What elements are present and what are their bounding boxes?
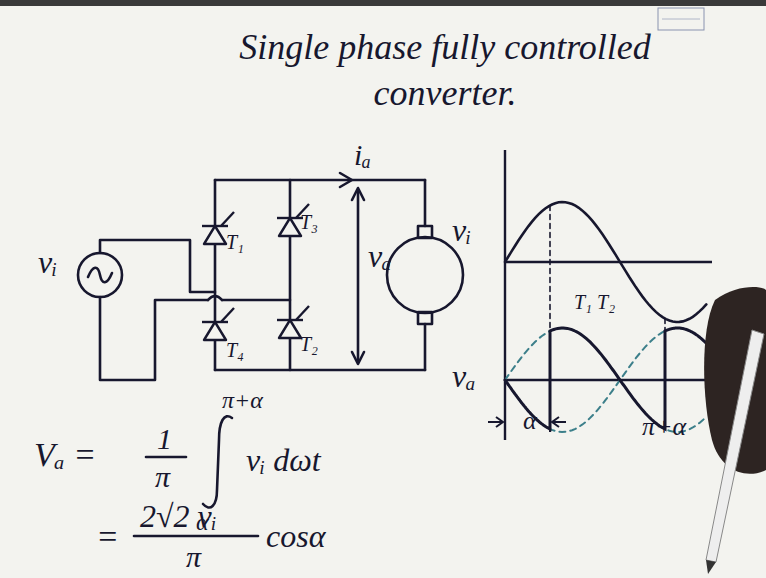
motor-brush — [418, 226, 432, 238]
top-rail — [215, 179, 425, 182]
equation-term: 2√2 vᵢ — [140, 500, 217, 532]
conduction-label: T₁ T₂ — [574, 292, 615, 312]
source-wire — [100, 240, 215, 292]
waveforms — [505, 202, 706, 432]
signal-name: vᵢ — [38, 246, 57, 278]
waveform-axes — [505, 379, 712, 381]
firing-line — [549, 205, 551, 408]
wire-crossover — [208, 296, 222, 300]
waveform-axes — [504, 150, 506, 440]
waveform-axes — [505, 261, 712, 263]
left-leg — [214, 180, 217, 370]
part-label: T₂ — [300, 334, 318, 354]
logo-stamp — [658, 8, 704, 30]
equation-marks — [134, 416, 258, 536]
signal-name: vₐ — [452, 360, 476, 392]
thyristors — [202, 204, 309, 340]
equation-term: = — [96, 520, 119, 554]
equation-term: vᵢ dωt — [246, 444, 321, 476]
signal-name: vᵢ — [452, 214, 471, 246]
thyristor-symbol — [296, 306, 309, 320]
voltage-arrow — [352, 352, 364, 364]
equation-term: π — [186, 542, 201, 572]
alpha-marker — [552, 417, 566, 427]
voltage-arrow — [352, 188, 364, 200]
thyristor-symbol — [204, 322, 226, 340]
thyristor-symbol — [202, 225, 228, 227]
thyristor-symbol — [277, 217, 303, 219]
voltage-arrow — [357, 190, 360, 362]
ac-source-symbol — [88, 268, 112, 283]
thyristor-symbol — [221, 212, 234, 226]
fraction-bar — [134, 535, 258, 538]
waveform-axes — [505, 150, 712, 440]
equation-term: cosα — [266, 520, 325, 552]
thyristor-symbol — [277, 319, 303, 321]
dc-motor — [387, 237, 463, 313]
motor-wire — [424, 180, 427, 226]
thyristor-symbol — [202, 321, 228, 323]
ac-source — [78, 253, 122, 297]
signal-name: vₐ — [368, 240, 392, 272]
angle-label: α — [523, 408, 537, 434]
integral-sign — [203, 416, 232, 507]
equation-term: Vₐ = — [34, 438, 96, 472]
bridge-circuit — [78, 173, 463, 380]
part-label: T₃ — [300, 212, 318, 232]
signal-name: iₐ — [354, 140, 371, 170]
motor-brush — [418, 312, 432, 324]
source-wire — [100, 297, 290, 380]
thyristor-symbol — [279, 218, 301, 236]
thyristor-symbol — [221, 308, 234, 322]
current-arrow — [340, 173, 352, 187]
slide-title: Single phase fully controlled converter. — [205, 24, 685, 116]
fraction-bar — [146, 456, 186, 459]
logo-stamp — [662, 19, 700, 20]
equation-term: π — [155, 462, 170, 492]
right-leg — [289, 180, 292, 370]
part-label: T₄ — [226, 340, 244, 360]
equation-term: 1 — [157, 424, 172, 454]
pen — [706, 330, 764, 562]
photo-edge — [0, 0, 766, 6]
firing-line — [664, 319, 666, 408]
alpha-marker — [488, 417, 503, 427]
thyristor-symbol — [204, 226, 226, 244]
integral-limit: π+α — [222, 388, 263, 412]
motor-wire — [424, 324, 427, 370]
angle-label: π+α — [642, 414, 686, 440]
bottom-rail — [215, 369, 425, 372]
thyristor-symbol — [202, 308, 234, 340]
part-label: T₁ — [226, 232, 244, 252]
pen-tip — [706, 560, 716, 574]
input-voltage-wave — [505, 202, 706, 322]
thyristor-symbol — [279, 320, 301, 338]
